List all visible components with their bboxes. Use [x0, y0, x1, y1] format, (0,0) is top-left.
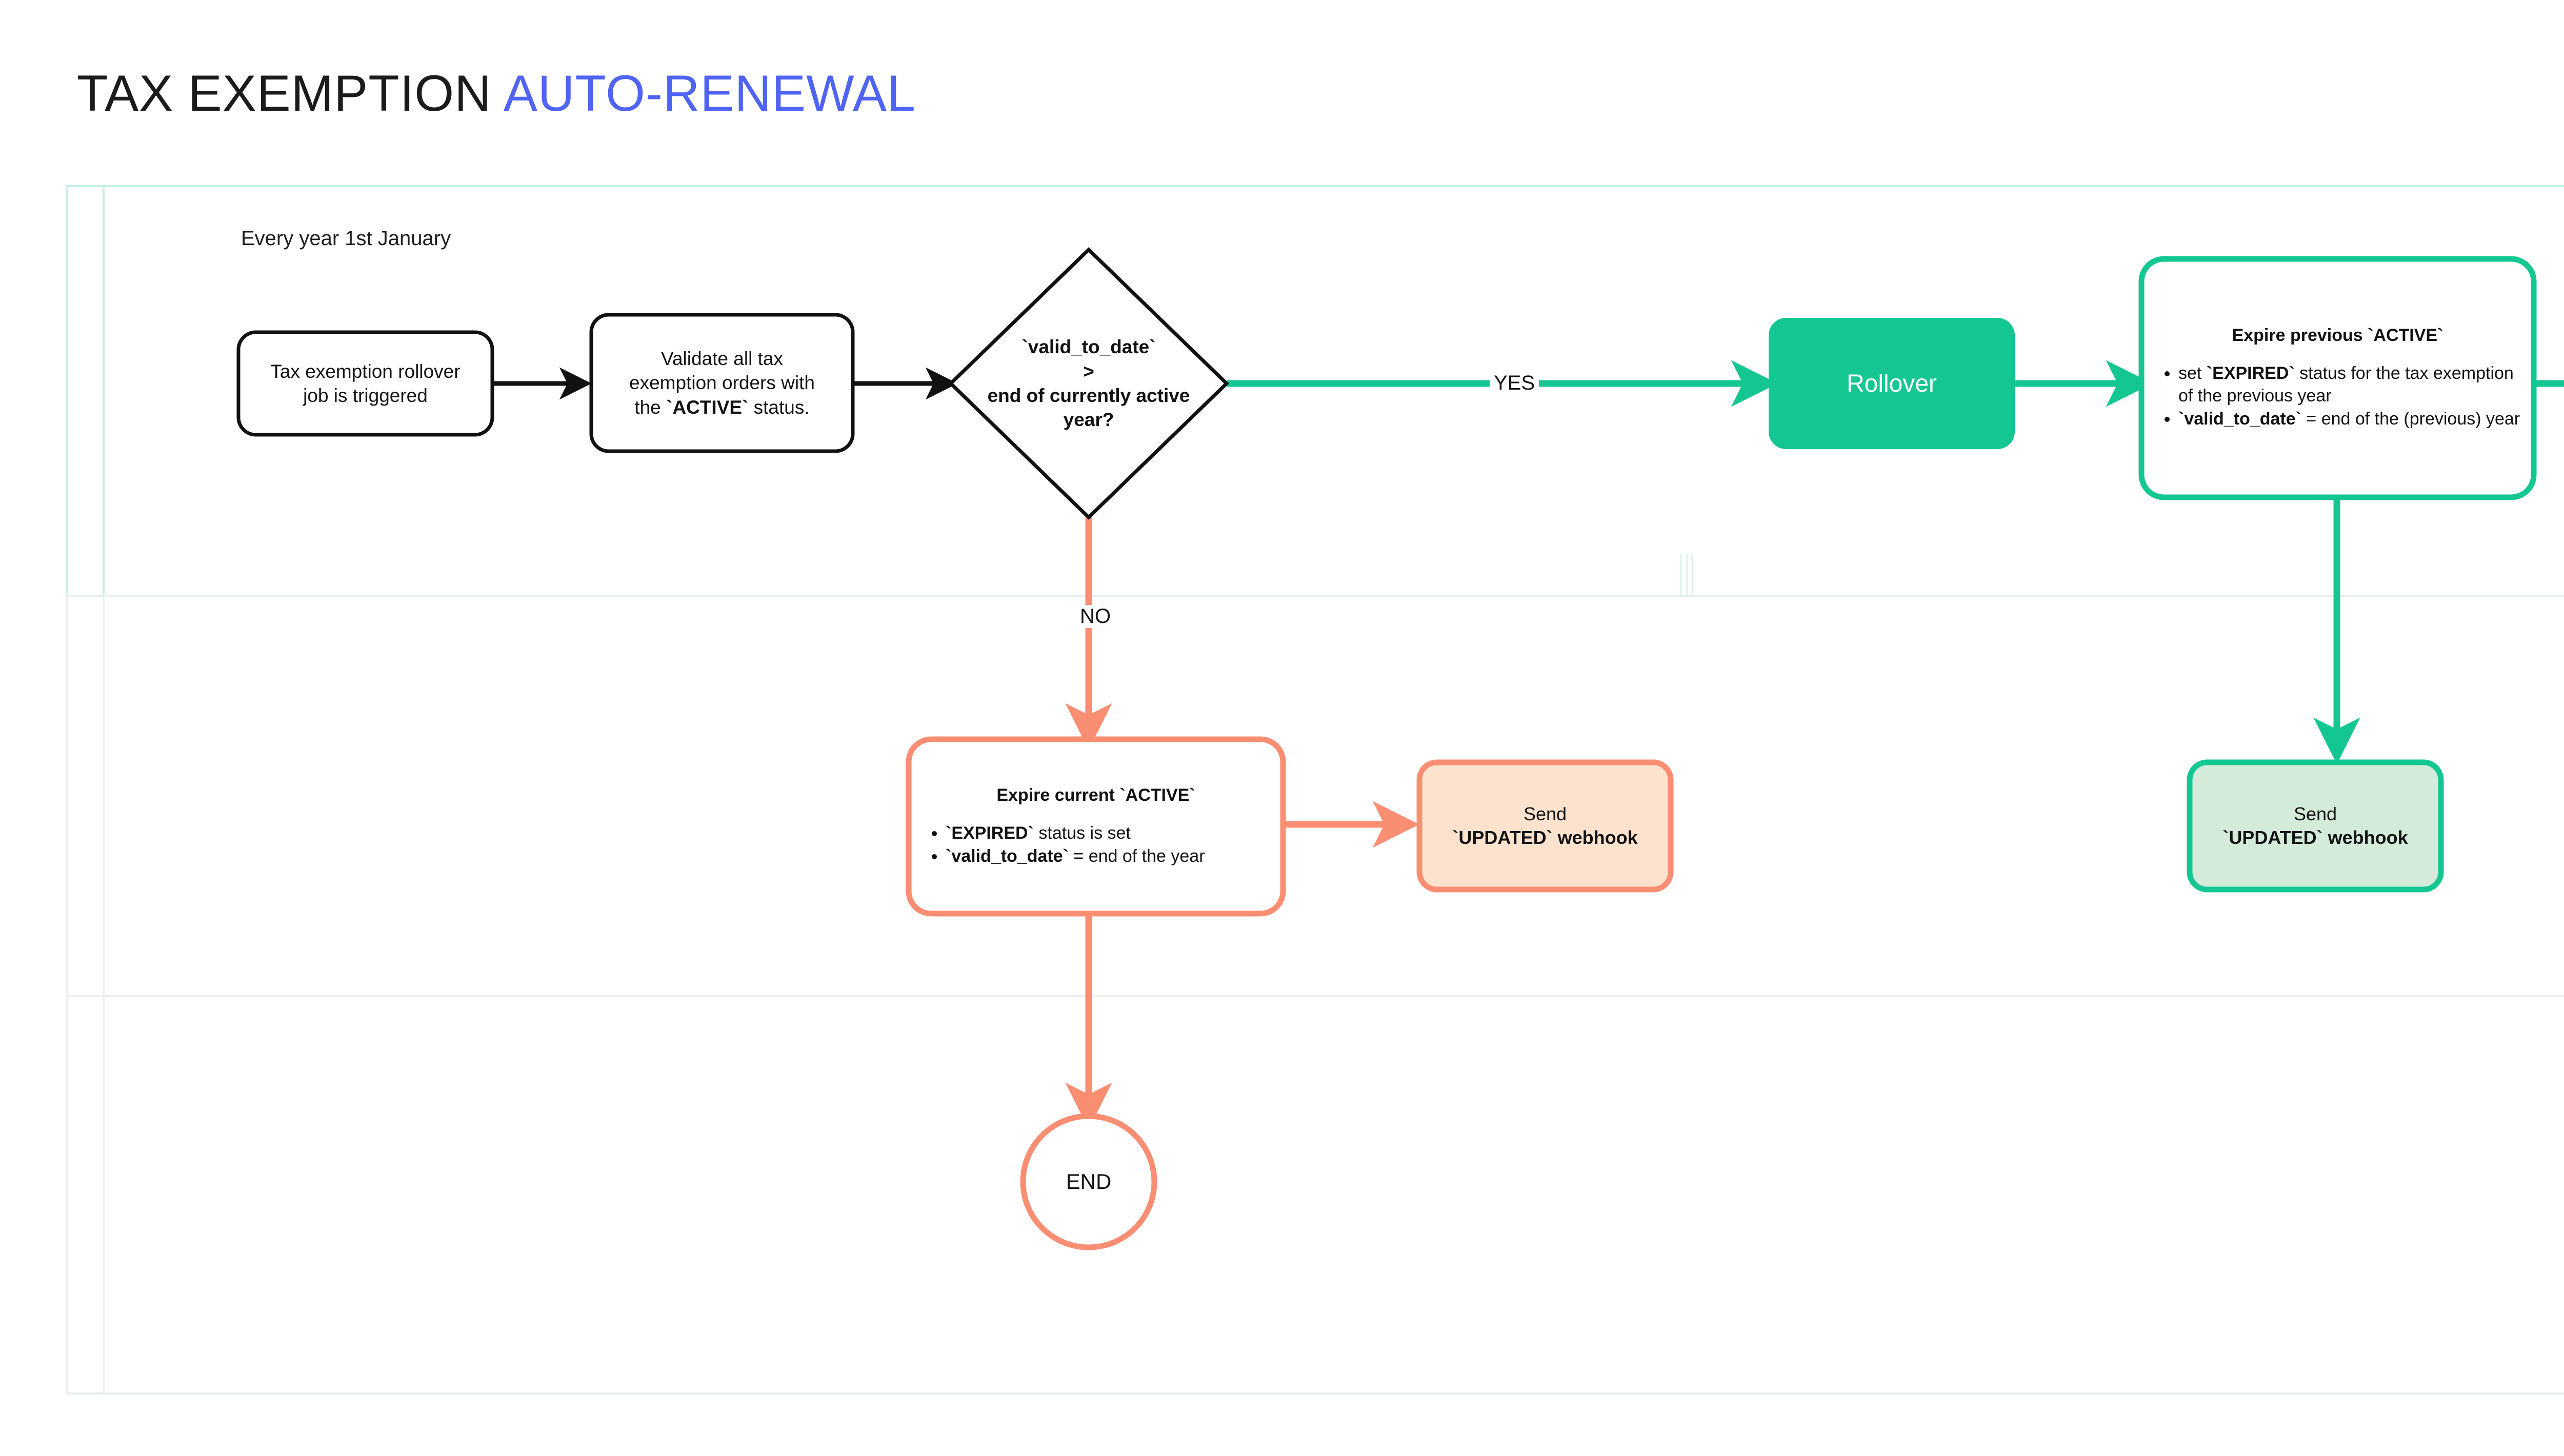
node-rollover-shape[interactable] — [1769, 318, 2015, 449]
node-expire-current-shape[interactable] — [906, 736, 1286, 917]
bullet-post: status for the tax exemption of the prev… — [2178, 363, 2514, 406]
bullet-post: status is set — [1033, 823, 1131, 843]
edge-label-no: NO — [1076, 605, 1115, 628]
bullet-code: `valid_to_date` — [2178, 409, 2301, 429]
node-decision-line2: > — [1083, 360, 1094, 382]
node-decision-line1: `valid_to_date` — [1021, 336, 1156, 358]
bullet-pre: set — [2178, 363, 2207, 383]
node-validate-shape[interactable] — [589, 313, 855, 453]
node-validate-line2: exemption orders with — [629, 372, 815, 394]
page-title-main: TAX EXEMPTION — [77, 65, 492, 122]
node-validate-line1: Validate all tax — [661, 348, 783, 369]
bullet-code: `EXPIRED` — [2206, 363, 2295, 383]
node-send-updated-orange-label: Send `UPDATED` webhook — [1419, 762, 1671, 889]
node-validate-line3-post: status. — [748, 396, 810, 418]
list-item: `valid_to_date` = end of the year — [946, 845, 1270, 868]
node-end-bottom-label: END — [1066, 1169, 1112, 1194]
page-title-accent: AUTO-RENEWAL — [503, 65, 916, 122]
node-validate-line3-pre: the — [634, 396, 667, 418]
node-validate-label: Validate all tax exemption orders with t… — [591, 315, 853, 451]
node-trigger-label: Tax exemption rollover job is triggered — [238, 332, 492, 435]
node-decision-shape[interactable] — [948, 247, 1230, 520]
node-trigger-shape[interactable] — [236, 330, 494, 437]
node-expire-current-title: Expire current `ACTIVE` — [996, 785, 1195, 805]
node-decision-line4: year? — [1063, 409, 1114, 431]
node-trigger-line1: Tax exemption rollover — [270, 360, 460, 382]
send-updated-green-line1: Send — [2293, 803, 2337, 824]
lane-label-every-year: Every year 1st January — [241, 227, 451, 250]
node-decision-line3: end of currently active — [987, 385, 1190, 406]
node-expire-previous-shape[interactable] — [2138, 256, 2537, 500]
nodes-layer — [236, 247, 2537, 1250]
send-updated-orange-line2: `UPDATED` webhook — [1452, 827, 1638, 848]
node-expire-previous-title: Expire previous `ACTIVE` — [2232, 326, 2443, 346]
node-decision-label: `valid_to_date` > end of currently activ… — [918, 307, 1259, 460]
list-item: set `EXPIRED` status for the tax exempti… — [2178, 362, 2520, 407]
node-expire-previous-bullets: set `EXPIRED` status for the tax exempti… — [2155, 362, 2520, 432]
node-rollover-label: Rollover — [1846, 370, 1937, 397]
page-title: TAX EXEMPTION AUTO-RENEWAL — [77, 64, 916, 123]
list-item: `valid_to_date` = end of the (previous) … — [2178, 408, 2520, 431]
node-send-updated-green-label: Send `UPDATED` webhook — [2190, 762, 2441, 889]
bullet-code: `valid_to_date` — [946, 846, 1069, 866]
send-updated-orange-line1: Send — [1523, 803, 1567, 824]
node-validate-line3: the `ACTIVE` status. — [634, 395, 809, 419]
send-updated-green-line2: `UPDATED` webhook — [2222, 827, 2408, 848]
bullet-post: = end of the (previous) year — [2301, 409, 2520, 429]
node-expire-previous-label: Expire previous `ACTIVE` set `EXPIRED` s… — [2141, 267, 2534, 490]
node-expire-current-label: Expire current `ACTIVE` `EXPIRED` status… — [909, 746, 1283, 907]
bullet-post: = end of the year — [1068, 846, 1205, 866]
bullet-code: `EXPIRED` — [946, 823, 1034, 843]
node-send-updated-green-shape[interactable] — [2187, 759, 2444, 893]
node-end-bottom-shape[interactable] — [1020, 1113, 1157, 1250]
node-expire-current-bullets: `EXPIRED` status is set `valid_to_date` … — [922, 822, 1270, 869]
edge-label-yes: YES — [1490, 372, 1539, 395]
node-validate-line3-code: `ACTIVE` — [666, 396, 749, 418]
list-item: `EXPIRED` status is set — [946, 822, 1270, 845]
node-trigger-line2: job is triggered — [303, 385, 428, 406]
node-send-updated-orange-shape[interactable] — [1416, 759, 1674, 893]
